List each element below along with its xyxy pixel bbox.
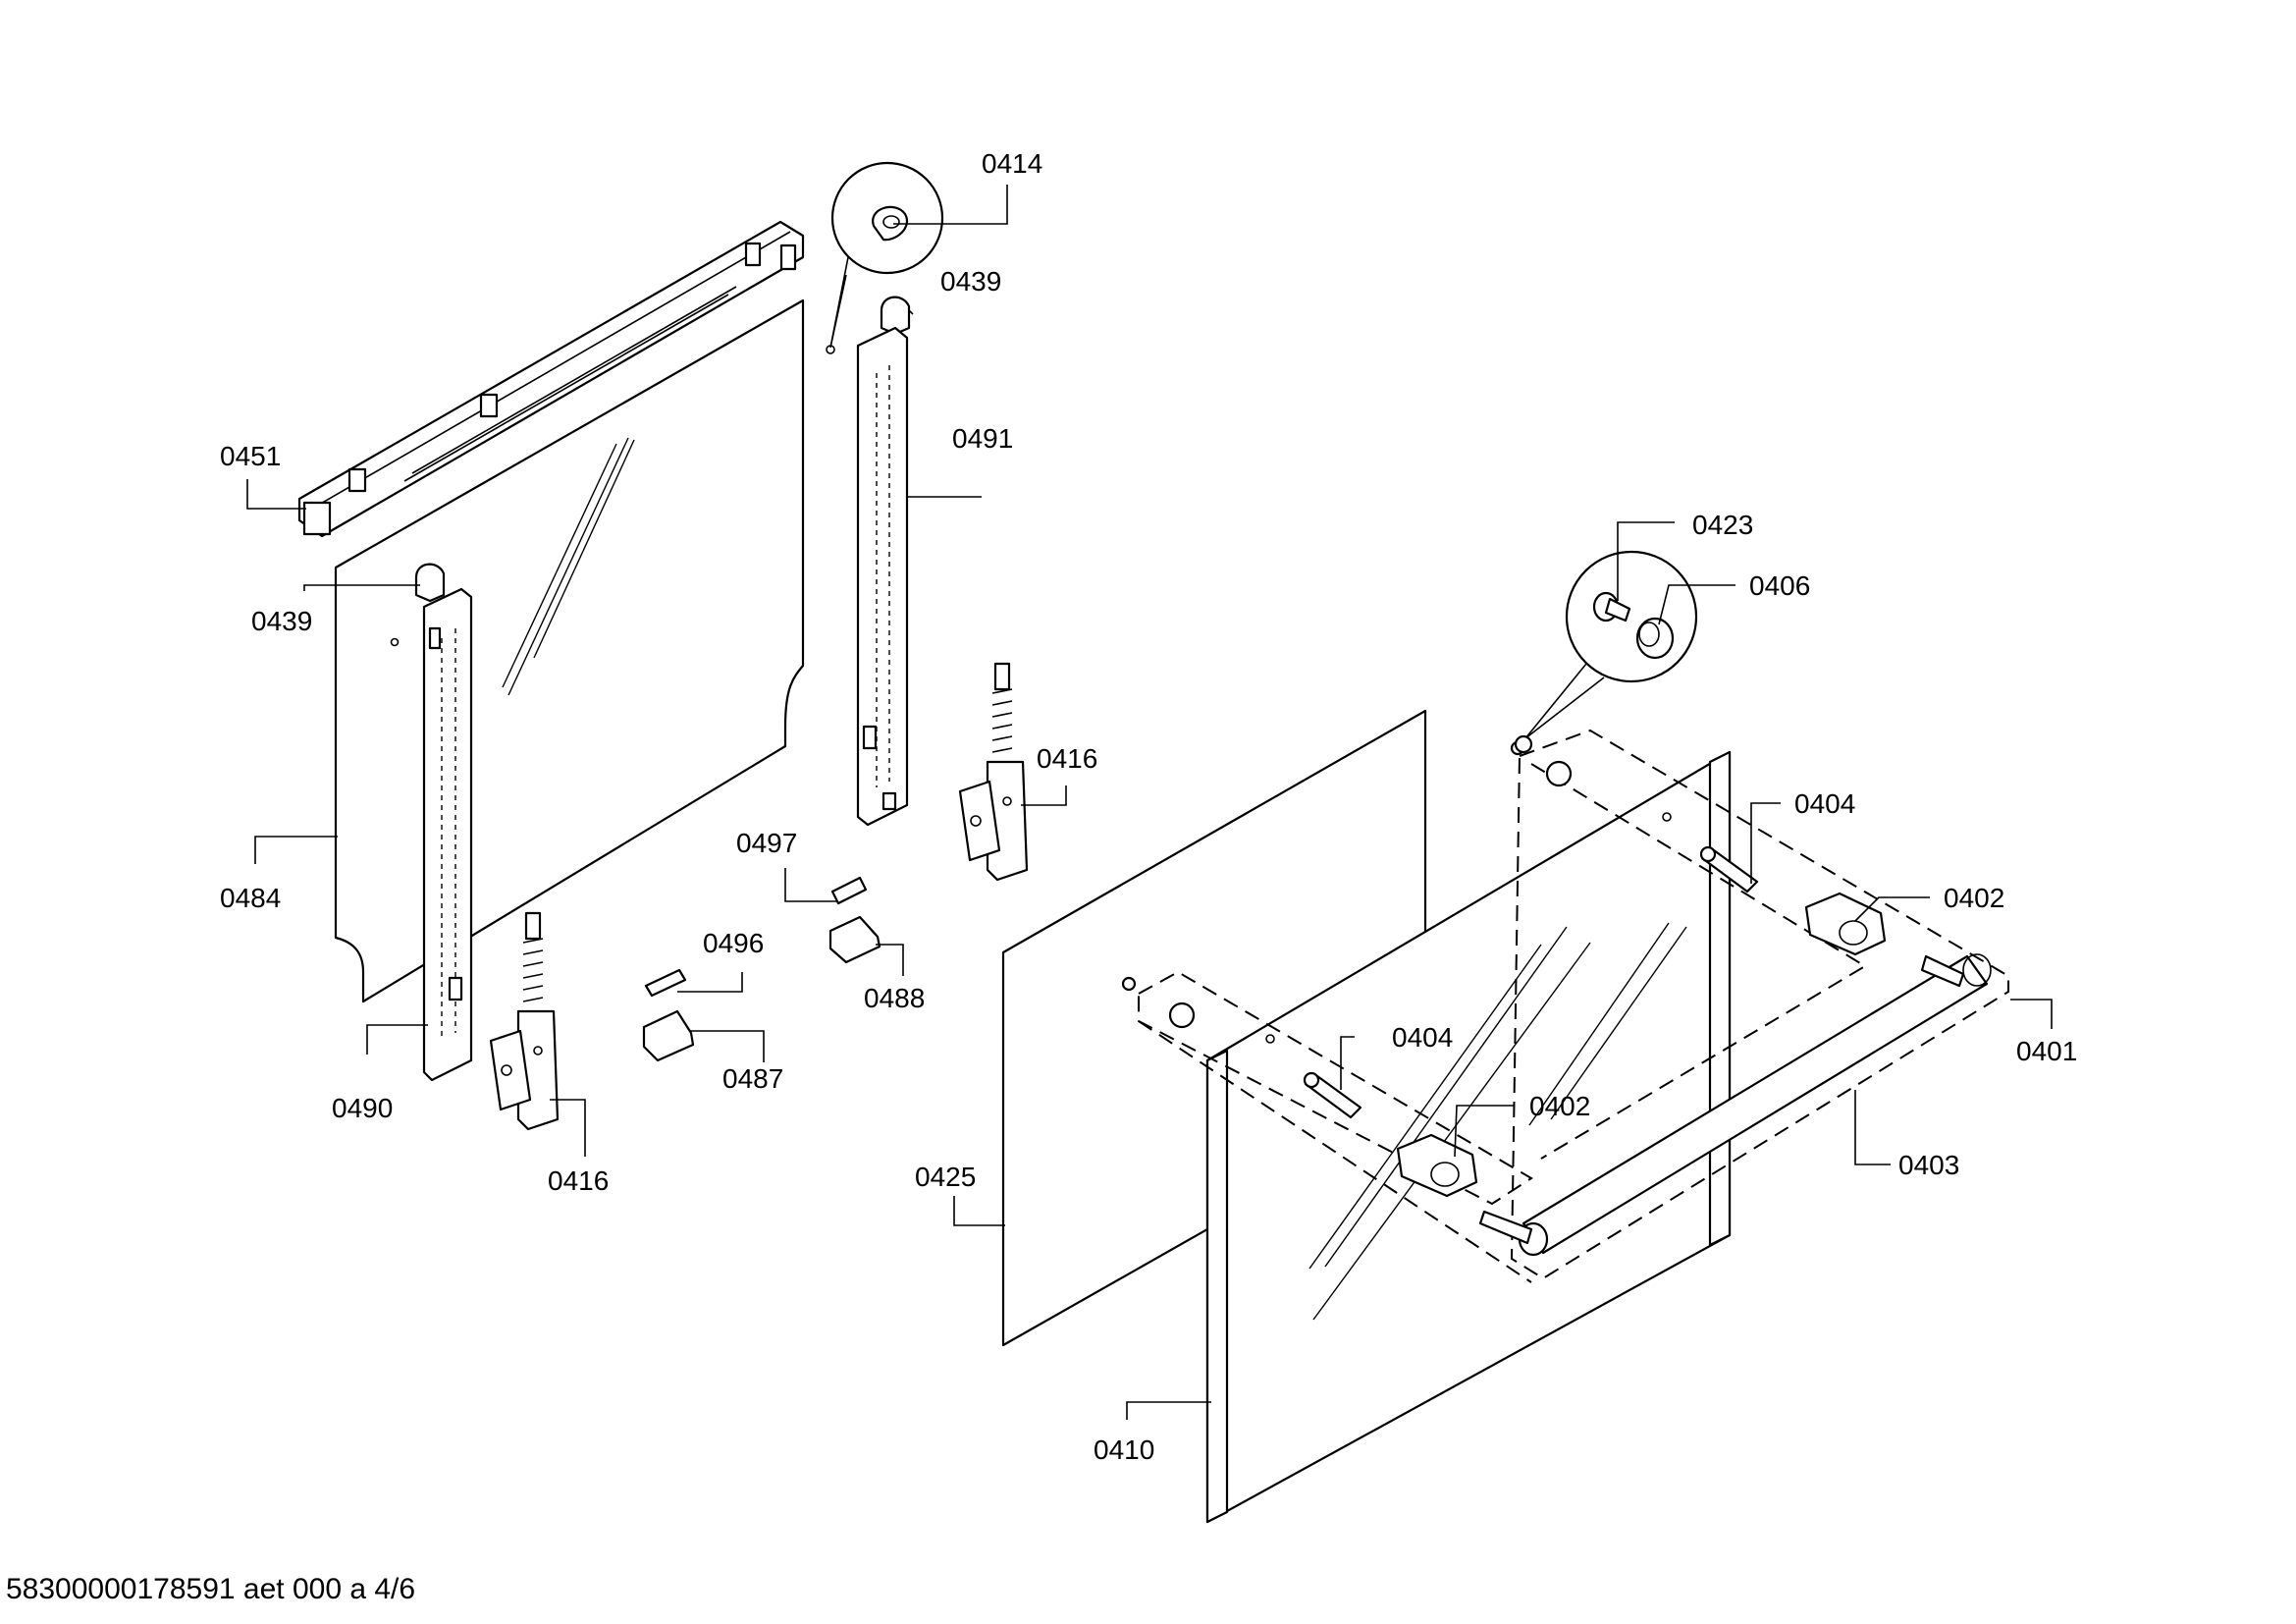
label-0416-left: 0416 — [548, 1165, 609, 1196]
label-0403: 0403 — [1898, 1150, 1959, 1180]
label-0425: 0425 — [915, 1162, 976, 1192]
label-0491: 0491 — [952, 423, 1013, 454]
part-0404-mid-pin — [1303, 1071, 1362, 1119]
part-0488-bracket — [828, 915, 881, 964]
part-0496-clip — [644, 968, 687, 998]
leader-0414 — [893, 185, 1008, 225]
leader-0404-right — [1750, 802, 1781, 884]
detail-bubble-0423-0406 — [1514, 550, 1698, 754]
label-0410: 0410 — [1094, 1435, 1154, 1465]
part-0410-outer-glass — [1205, 750, 1732, 1524]
leader-0404-mid — [1340, 1036, 1355, 1090]
part-0404-right-pin — [1699, 845, 1759, 893]
part-0439-left-clip — [414, 563, 446, 603]
label-0439-left: 0439 — [251, 606, 312, 636]
leader-0402-mid — [1454, 1105, 1514, 1158]
leader-0401 — [2010, 999, 2053, 1029]
label-0414: 0414 — [982, 148, 1042, 179]
leader-0490 — [366, 1024, 428, 1055]
leader-0425 — [953, 1196, 1005, 1226]
label-0484: 0484 — [220, 883, 281, 913]
label-0488: 0488 — [864, 983, 925, 1013]
part-0402-mid-bracket — [1396, 1133, 1478, 1198]
leader-0402-right — [1854, 896, 1930, 922]
drawing-reference-footer: 58300000178591 aet 000 a 4/6 — [6, 1573, 415, 1605]
leader-lines — [246, 185, 2053, 1420]
part-0401-handle-support-outline — [1121, 729, 2009, 1283]
part-0416-left-hinge — [489, 911, 560, 1131]
label-0423: 0423 — [1692, 510, 1753, 540]
leader-0488 — [876, 944, 904, 976]
label-0439-top: 0439 — [940, 266, 1001, 297]
label-0451: 0451 — [220, 441, 281, 471]
leader-0416-right — [1021, 785, 1067, 806]
leader-0416-left — [550, 1099, 586, 1157]
leader-0439-top — [908, 309, 914, 315]
leader-0487 — [689, 1030, 765, 1062]
label-0487: 0487 — [722, 1063, 783, 1094]
part-0451-top-trim — [297, 220, 805, 538]
label-0402-mid: 0402 — [1529, 1091, 1590, 1121]
detail-bubble-0414 — [826, 161, 944, 354]
leader-0403 — [1854, 1090, 1891, 1165]
part-0402-right-bracket — [1804, 892, 1887, 956]
part-0416-right-hinge — [958, 662, 1029, 882]
label-0490: 0490 — [332, 1093, 393, 1123]
leader-0423 — [1617, 521, 1675, 601]
leader-0410 — [1126, 1401, 1211, 1420]
part-0403-handle-bar — [1478, 953, 1992, 1257]
label-0406: 0406 — [1749, 570, 1810, 601]
part-labels: 0414 0439 0451 0491 0439 0423 0406 0416 … — [220, 148, 2077, 1465]
label-0404-right: 0404 — [1794, 788, 1855, 819]
leader-0484 — [254, 836, 338, 864]
leader-0497 — [784, 868, 836, 902]
leader-0496 — [677, 972, 743, 993]
label-0497: 0497 — [736, 828, 797, 858]
label-0404-mid: 0404 — [1392, 1022, 1453, 1053]
part-0484-inner-glass — [334, 298, 805, 1003]
part-0487-bracket — [642, 1009, 695, 1062]
part-0497-clip — [830, 876, 868, 905]
label-0416-right: 0416 — [1037, 743, 1097, 774]
leader-0451 — [246, 479, 306, 510]
part-0490-left-rail — [422, 587, 473, 1082]
label-0496: 0496 — [703, 928, 764, 958]
label-0402-right: 0402 — [1944, 883, 2004, 913]
label-0401: 0401 — [2016, 1036, 2077, 1066]
part-0491-right-rail — [856, 326, 909, 827]
leader-0406 — [1658, 584, 1735, 625]
leader-0439-left — [303, 584, 420, 591]
